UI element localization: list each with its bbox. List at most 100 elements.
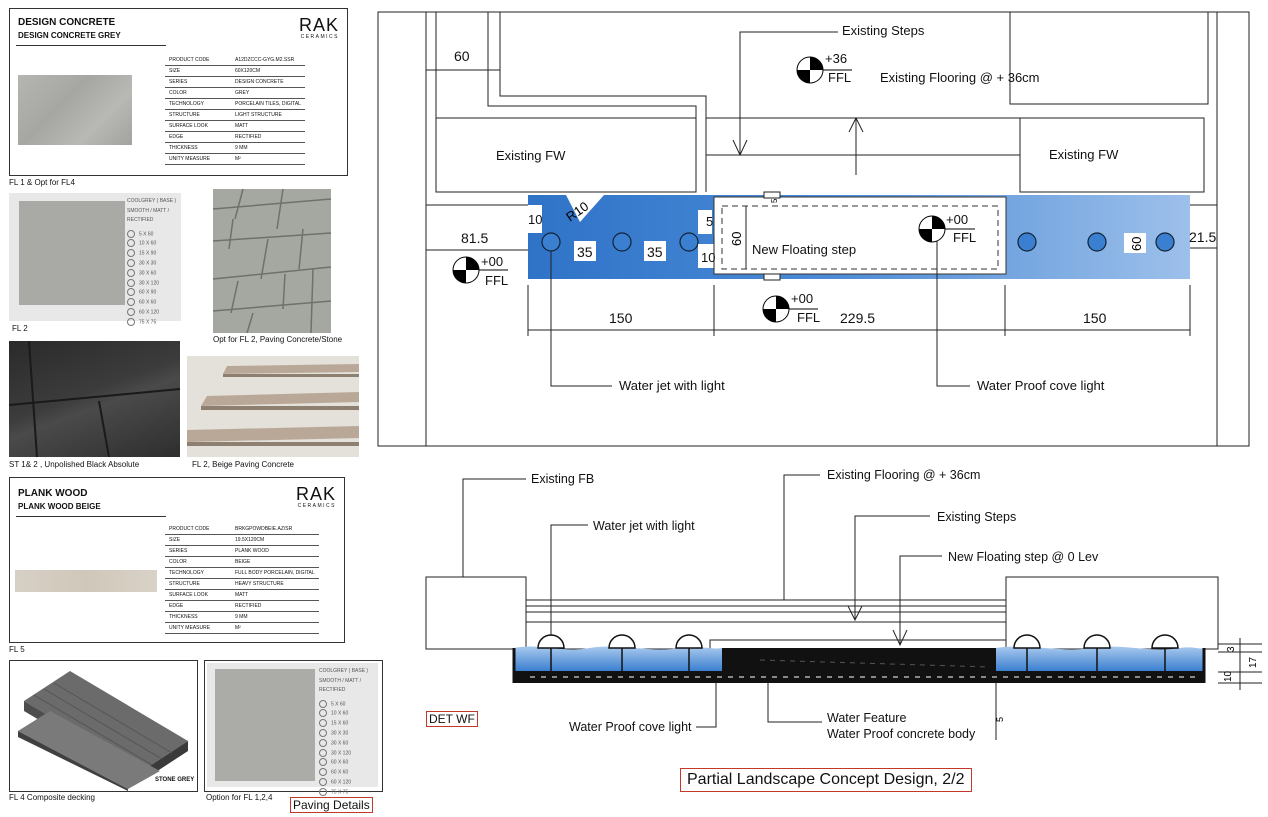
spec-value: MATT	[231, 589, 319, 601]
existing-fb-label: Existing FB	[531, 472, 594, 486]
ffl-text: FFL	[828, 70, 851, 85]
spec-key: PRODUCT CODE	[165, 524, 231, 535]
decking-drawing	[18, 671, 188, 791]
black-granite-photo	[8, 340, 181, 458]
tile-header: SMOOTH / MATT /	[319, 677, 362, 684]
new-floating-step-label: New Floating step	[752, 242, 856, 257]
level-symbol-36	[796, 56, 852, 84]
tile-header: COOLGREY ( BASE )	[319, 668, 369, 674]
concrete-grey-swatch	[18, 75, 132, 145]
existing-fw-right-label: Existing FW	[1049, 147, 1119, 162]
spec-value: RECTIFIED	[231, 131, 305, 143]
tile-header: COOLGREY ( BASE )	[127, 198, 177, 204]
tile-size-item: 60 X 90	[127, 288, 176, 298]
tile-header: RECTIFIED	[319, 687, 346, 693]
spec-key: PRODUCT CODE	[165, 55, 231, 66]
water-jet-icon	[675, 634, 703, 649]
tile-size-item: 15 X 90	[127, 249, 176, 259]
dim-150-b: 150	[1083, 310, 1107, 326]
spec-key: EDGE	[165, 600, 231, 612]
section-new-floating-label: New Floating step @ 0 Lev	[948, 550, 1099, 564]
option-caption: Option for FL 1,2,4	[206, 793, 273, 802]
water-jets	[541, 232, 1175, 252]
tile-size-item: 30 X 60	[127, 268, 176, 279]
tile-size-bullet	[319, 728, 327, 737]
card2-caption: FL 5	[9, 645, 25, 654]
spec-value: M²	[231, 153, 305, 165]
water-feature-label: Water Feature	[827, 711, 906, 725]
spec-key: STRUCTURE	[165, 109, 231, 121]
rak-logo: RAK CERAMICS	[296, 484, 336, 509]
spec-value: 9 MM	[231, 142, 305, 154]
dim-10: 10	[528, 212, 542, 227]
ffl-bottom-text: FFL	[797, 310, 820, 325]
spec-value: A12DZCCC-GYG.M2.SSR	[231, 55, 305, 66]
decking-caption: FL 4 Composite decking	[9, 793, 95, 802]
r10-mark	[566, 195, 604, 222]
decking-label: STONE GREY	[155, 777, 195, 783]
tile-size-bullet	[127, 239, 135, 248]
tile-size-item: 10 X 60	[319, 709, 368, 719]
dim-60-step: 60	[729, 232, 744, 246]
dim-81-5: 81.5	[461, 230, 488, 246]
ffl-left-text: FFL	[485, 273, 508, 288]
spec-key: THICKNESS	[165, 142, 231, 154]
level-00-left-text: +00	[481, 254, 503, 269]
concrete-body-label: Water Proof concrete body	[827, 727, 976, 741]
tile-size-bullet	[319, 748, 327, 757]
section-jets	[537, 634, 1179, 671]
spec-value: MATT	[231, 120, 305, 132]
plan-frame	[377, 11, 1250, 447]
water-jet-icon	[608, 634, 636, 649]
tile-size-bullet	[127, 258, 135, 267]
steps-drawing	[187, 356, 359, 457]
dim-150-a: 150	[609, 310, 633, 326]
dim-box-10	[528, 205, 542, 233]
brand-name: RAK	[295, 484, 336, 504]
tile-size-item: 30 X 30	[127, 258, 176, 269]
dim-21-5: 21.5	[1189, 229, 1216, 245]
spec-key: COLOR	[165, 556, 231, 568]
water-jet-icon	[1017, 232, 1037, 252]
spec-value: M²	[231, 622, 319, 634]
section-outline	[425, 576, 1219, 651]
spec-key: THICKNESS	[165, 611, 231, 623]
spec-value: 60X120CM	[231, 65, 305, 77]
tile-panel-option: COOLGREY ( BASE ) SMOOTH / MATT / RECTIFIE…	[204, 660, 383, 796]
paving-caption: Opt for FL 2, Paving Concrete/Stone	[213, 335, 343, 344]
tile-size-bullet	[127, 249, 135, 258]
spec-key: SURFACE LOOK	[165, 589, 231, 601]
dim-5-top: 5	[770, 198, 779, 203]
tile-size-item: 60 X 60	[319, 758, 368, 768]
black-caption: ST 1& 2 , Unpolished Black Absolute	[9, 460, 140, 469]
section-floating-body	[722, 648, 996, 671]
plank-beige-swatch	[15, 570, 157, 592]
brand-name: RAK	[298, 15, 339, 35]
section-water-right	[996, 646, 1204, 671]
floating-step-edge	[721, 205, 999, 270]
tile-size-item: 75 X 75	[127, 317, 176, 328]
beige-steps-photo	[187, 356, 359, 457]
spec-value: PORCELAIN TILES, DIGITAL	[231, 98, 305, 110]
dim-5-section: 5	[995, 717, 1005, 722]
spec-value: HEAVY STRUCTURE	[231, 578, 319, 590]
spec-value: LIGHT STRUCTURE	[231, 109, 305, 121]
footer-title: Partial Landscape Concept Design, 2/2	[680, 768, 972, 792]
tile-size-list: COOLGREY ( BASE ) SMOOTH / MATT / RECTIFIE…	[319, 667, 368, 798]
spec-value: 19.5X120CM	[231, 534, 319, 546]
